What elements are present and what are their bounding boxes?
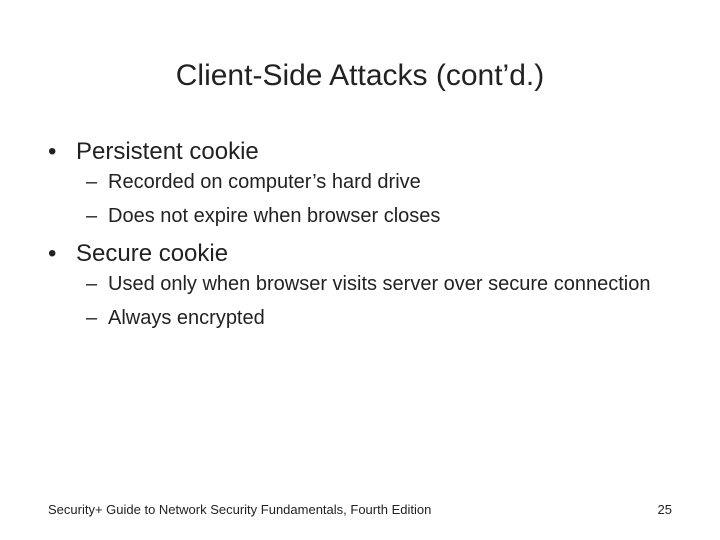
sub-item: – Does not expire when browser closes: [86, 205, 688, 227]
sub-item: – Recorded on computer’s hard drive: [86, 171, 688, 193]
dash-marker: –: [86, 307, 98, 329]
sub-item: – Used only when browser visits server o…: [86, 273, 688, 295]
sub-item-text: Always encrypted: [108, 307, 265, 329]
bullet-text: Persistent cookie: [76, 138, 259, 165]
sub-item-text: Used only when browser visits server ove…: [108, 273, 651, 295]
slide-body: • Persistent cookie – Recorded on comput…: [48, 137, 688, 341]
dash-marker: –: [86, 273, 98, 295]
bullet-text: Secure cookie: [76, 240, 229, 267]
sub-list: – Recorded on computer’s hard drive – Do…: [48, 171, 688, 227]
bullet-marker: •: [48, 240, 57, 267]
sub-list: – Used only when browser visits server o…: [48, 273, 688, 329]
bullet-item: • Secure cookie: [48, 239, 688, 269]
dash-marker: –: [86, 205, 98, 227]
sub-item-text: Does not expire when browser closes: [108, 205, 441, 227]
bullet-item: • Persistent cookie: [48, 137, 688, 167]
footer-source: Security+ Guide to Network Security Fund…: [48, 502, 432, 517]
dash-marker: –: [86, 171, 98, 193]
page-number: 25: [657, 502, 672, 517]
slide-title: Client-Side Attacks (cont’d.): [175, 59, 545, 92]
sub-item: – Always encrypted: [86, 307, 688, 329]
sub-item-text: Recorded on computer’s hard drive: [108, 171, 421, 193]
bullet-marker: •: [48, 138, 57, 165]
